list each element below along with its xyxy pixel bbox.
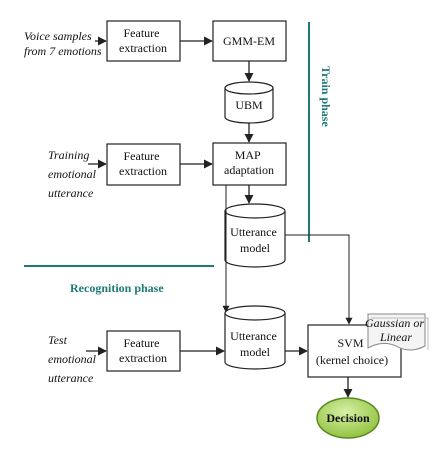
recognition-phase-label: Recognition phase xyxy=(70,281,164,295)
utterance-model-database-2: Utterance model xyxy=(224,305,286,370)
svg-text:Utterance model: Utterance model xyxy=(230,225,280,255)
svg-text:GMM-EM: GMM-EM xyxy=(223,34,275,48)
svg-text:Utterance model: Utterance model xyxy=(230,329,280,359)
svg-text:UBM: UBM xyxy=(235,98,263,112)
svg-text:Decision: Decision xyxy=(326,411,370,425)
arrow-utt1-to-svm xyxy=(285,234,353,325)
ubm-database: UBM xyxy=(224,81,274,124)
svg-text:Gaussian or Linear: Gaussian or Linear xyxy=(365,316,427,344)
map-adaptation-box: MAP adaptation xyxy=(212,142,287,186)
feature-extraction-box-2: Feature extraction xyxy=(106,143,181,186)
feature-extraction-box-3: Feature extraction xyxy=(106,330,181,372)
decision-node: Decision xyxy=(316,397,380,439)
svg-text:Feature extraction: Feature extraction xyxy=(119,336,167,365)
feature-extraction-box-1: Feature extraction xyxy=(106,20,181,62)
test-utterance-label: Test emotional utterance xyxy=(48,333,99,385)
train-phase-label: Train phase xyxy=(319,66,333,127)
svg-text:MAP adaptation: MAP adaptation xyxy=(224,148,274,177)
svg-text:Feature extraction: Feature extraction xyxy=(119,26,167,55)
svm-box: SVM (kernel choice) xyxy=(307,324,402,378)
svg-text:SVM (kernel choice): SVM (kernel choice) xyxy=(316,336,388,367)
utterance-model-database-1: Utterance model xyxy=(224,203,286,268)
voice-samples-label: Voice samples from 7 emotions xyxy=(24,29,102,58)
kernel-choice-note: Gaussian or Linear xyxy=(365,313,429,351)
svg-text:Feature extraction: Feature extraction xyxy=(119,149,167,178)
training-utterance-label: Training emotional utterance xyxy=(48,148,99,200)
gmm-em-box: GMM-EM xyxy=(212,20,287,62)
